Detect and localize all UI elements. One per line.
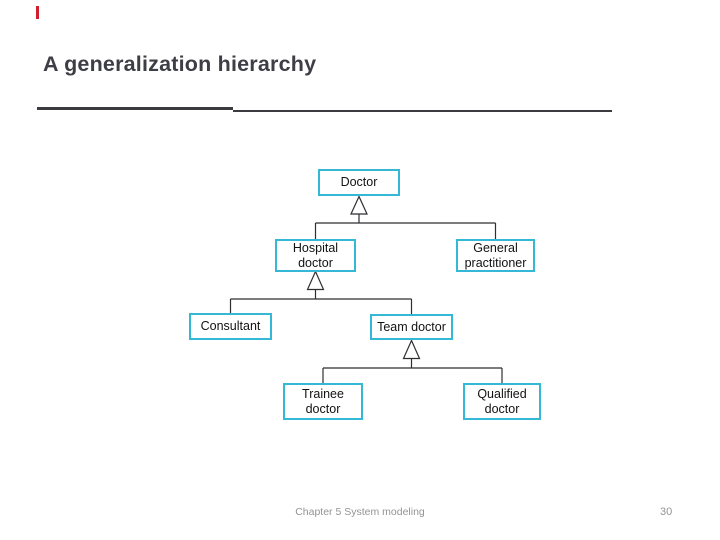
generalization-arrowhead-icon xyxy=(402,339,421,360)
node-doctor: Doctor xyxy=(318,169,400,196)
node-hospital-doctor: Hospital doctor xyxy=(275,239,356,272)
node-consultant: Consultant xyxy=(189,313,272,340)
connector-level3 xyxy=(322,358,503,383)
node-qualified-doctor: Qualified doctor xyxy=(463,383,541,420)
node-trainee-doctor: Trainee doctor xyxy=(283,383,363,420)
title-underline-thin xyxy=(233,110,612,112)
connector-level1 xyxy=(314,214,497,239)
page-title: A generalization hierarchy xyxy=(43,52,317,76)
title-underline-thick xyxy=(37,107,233,110)
generalization-arrowhead-icon xyxy=(350,195,368,215)
footer-chapter-label: Chapter 5 System modeling xyxy=(295,506,425,518)
connector-level2 xyxy=(229,289,413,314)
node-team-doctor: Team doctor xyxy=(370,314,453,340)
red-accent-bar xyxy=(36,6,39,19)
generalization-arrowhead-icon xyxy=(306,270,325,291)
node-general-practitioner: General practitioner xyxy=(456,239,535,272)
page-number: 30 xyxy=(660,506,673,518)
